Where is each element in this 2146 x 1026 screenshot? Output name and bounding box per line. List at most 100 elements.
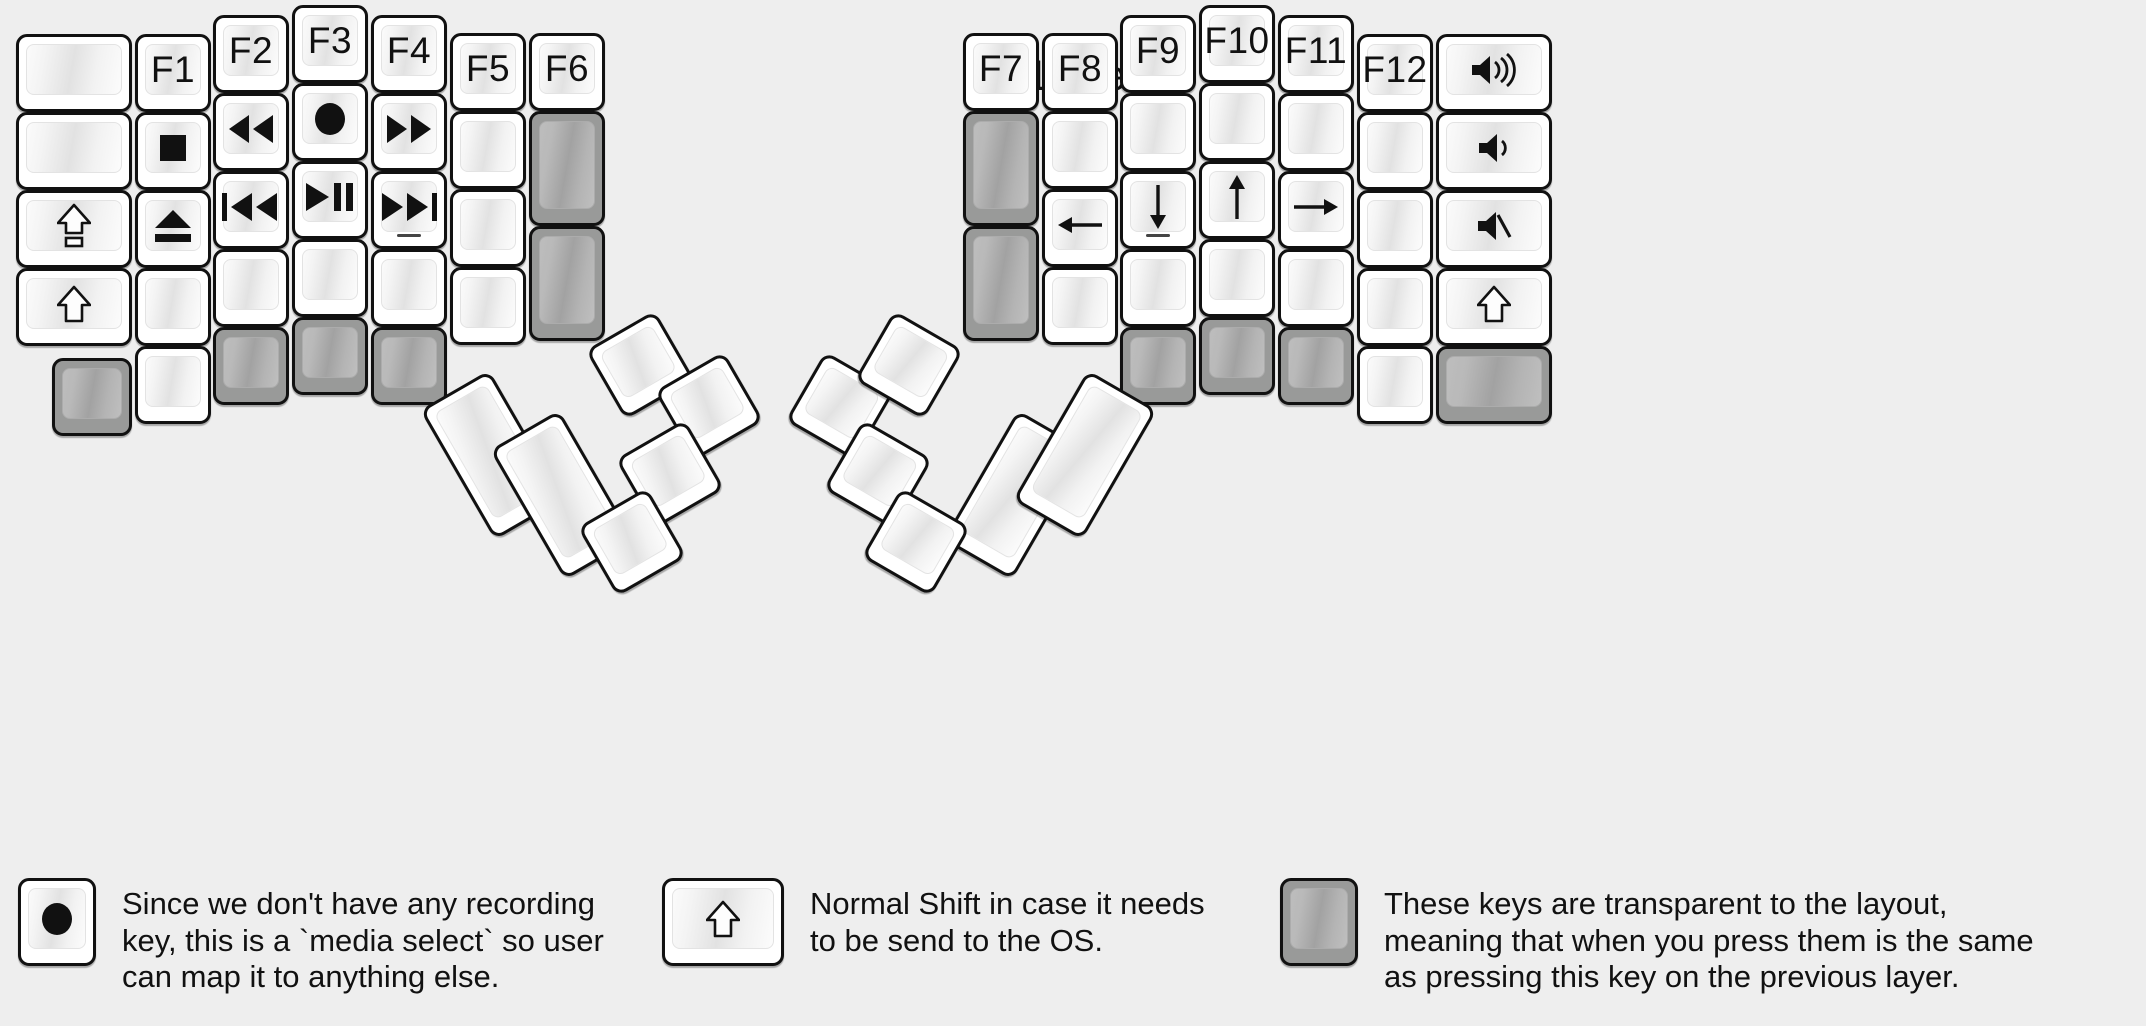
key-right_half-pinky-1[interactable] [1357,112,1433,190]
key-right_half-ring-0[interactable]: F11 [1278,15,1354,93]
key-right_half-index-0[interactable]: F9 [1120,15,1196,93]
key-left_half-middle-0[interactable]: F3 [292,5,368,83]
legend-text: These keys are transparent to the layout… [1384,886,2034,995]
caps-lock-icon [57,203,91,249]
key-left_half-pinky-4[interactable] [135,346,211,424]
key-right_half-pinky-outer-3[interactable] [1436,268,1552,346]
key-legend: F3 [307,20,353,61]
keycap-surface [1130,259,1186,310]
key-left_half-index-4[interactable] [371,327,447,405]
key-right_half-middle-1[interactable] [1199,83,1275,161]
key-left_half-middle-3[interactable] [292,239,368,317]
key-left_half-pinky-outer-1[interactable] [16,112,132,190]
key-right_half-inner-1[interactable] [963,111,1039,226]
key-right_half-pinky-outer-4[interactable] [1436,346,1552,424]
key-right_half-middle-0[interactable]: F10 [1199,5,1275,83]
key-legend: F6 [544,48,590,89]
key-legend: F11 [1284,30,1348,71]
key-left_half-middle-4[interactable] [292,317,368,395]
key-right_half-middle-3[interactable] [1199,239,1275,317]
keycap-surface [460,277,516,328]
key-left_half-ring-3[interactable] [213,249,289,327]
fast-forward-icon [385,114,433,144]
key-right_half-pinky-2[interactable] [1357,190,1433,268]
keycap-surface: F12 [1362,44,1427,95]
key-right_half-inner-0[interactable]: F7 [963,33,1039,111]
keycap-surface [302,327,358,378]
key-left_half-pinky-outer-0[interactable] [16,34,132,112]
key-left_half-ring-2[interactable] [213,171,289,249]
volume-down-icon [1477,131,1511,165]
key-left_half-index-0[interactable]: F4 [371,15,447,93]
key-right_half-middle-2[interactable] [1199,161,1275,239]
keycap-surface: F5 [460,43,516,94]
key-right_half-index-1[interactable] [1120,93,1196,171]
keycap-surface [145,122,201,173]
key-left_half-index-3[interactable] [371,249,447,327]
key-left_half-index-inner-1[interactable] [450,111,526,189]
keycap-surface [302,93,358,144]
legend-key-sample [1280,878,1358,966]
key-legend: F12 [1362,49,1428,90]
key-left_half-pinky-0[interactable]: F1 [135,34,211,112]
key-right_half-middle-4[interactable] [1199,317,1275,395]
key-right_half-index-inner-2[interactable] [1042,189,1118,267]
key-left_half-pinky-2[interactable] [135,190,211,268]
key-left_half-pinky-1[interactable] [135,112,211,190]
key-right_half-pinky-4[interactable] [1357,346,1433,424]
keycap-surface [223,103,279,154]
key-left_half-inner-2[interactable] [529,226,605,341]
key-left_half-pinky-outer-4[interactable] [52,358,132,436]
key-left_half-pinky-3[interactable] [135,268,211,346]
key-left_half-inner-0[interactable]: F6 [529,33,605,111]
record-icon [40,902,74,936]
key-left_half-inner-1[interactable] [529,111,605,226]
key-right_half-index-inner-1[interactable] [1042,111,1118,189]
key-right_half-ring-2[interactable] [1278,171,1354,249]
keycap-surface [381,337,437,388]
key-left_half-ring-1[interactable] [213,93,289,171]
key-right_half-inner-2[interactable] [963,226,1039,341]
key-right_half-pinky-outer-0[interactable] [1436,34,1552,112]
key-left_half-pinky-outer-3[interactable] [16,268,132,346]
keycap-surface [539,121,595,209]
key-right_half-index-4[interactable] [1120,327,1196,405]
key-left_half-middle-2[interactable] [292,161,368,239]
key-left_half-pinky-outer-2[interactable] [16,190,132,268]
keycap-surface [26,200,122,251]
legend-swatch-0 [18,878,96,966]
volume-up-icon [1470,52,1518,87]
key-left_half-index-inner-3[interactable] [450,267,526,345]
stop-icon [158,133,188,163]
key-left_half-index-2[interactable] [371,171,447,249]
keycap-surface [1130,337,1186,388]
key-right_half-pinky-outer-1[interactable] [1436,112,1552,190]
keycap-surface: F7 [973,43,1029,94]
key-right_half-ring-4[interactable] [1278,327,1354,405]
key-right_half-index-3[interactable] [1120,249,1196,327]
key-right_half-ring-1[interactable] [1278,93,1354,171]
key-right_half-index-2[interactable] [1120,171,1196,249]
keycap-surface [460,121,516,172]
key-right_half-pinky-3[interactable] [1357,268,1433,346]
key-left_half-index-inner-0[interactable]: F5 [450,33,526,111]
key-right_half-pinky-0[interactable]: F12 [1357,34,1433,112]
keycap-surface [1290,888,1348,949]
keycap-surface [1446,44,1542,95]
key-left_half-middle-1[interactable] [292,83,368,161]
keycap-surface: F4 [381,25,437,76]
key-left_half-ring-0[interactable]: F2 [213,15,289,93]
keycap-surface [1288,337,1344,388]
keycap-surface [460,199,516,250]
keycap-surface [1288,181,1344,232]
key-right_half-pinky-outer-2[interactable] [1436,190,1552,268]
key-left_half-ring-4[interactable] [213,327,289,405]
keycap-surface [1446,122,1542,173]
key-right_half-index-inner-0[interactable]: F8 [1042,33,1118,111]
key-right_half-ring-3[interactable] [1278,249,1354,327]
key-right_half-index-inner-3[interactable] [1042,267,1118,345]
key-left_half-index-inner-2[interactable] [450,189,526,267]
keycap-surface [1446,356,1542,407]
keycap-surface: F11 [1285,25,1347,76]
key-left_half-index-1[interactable] [371,93,447,171]
